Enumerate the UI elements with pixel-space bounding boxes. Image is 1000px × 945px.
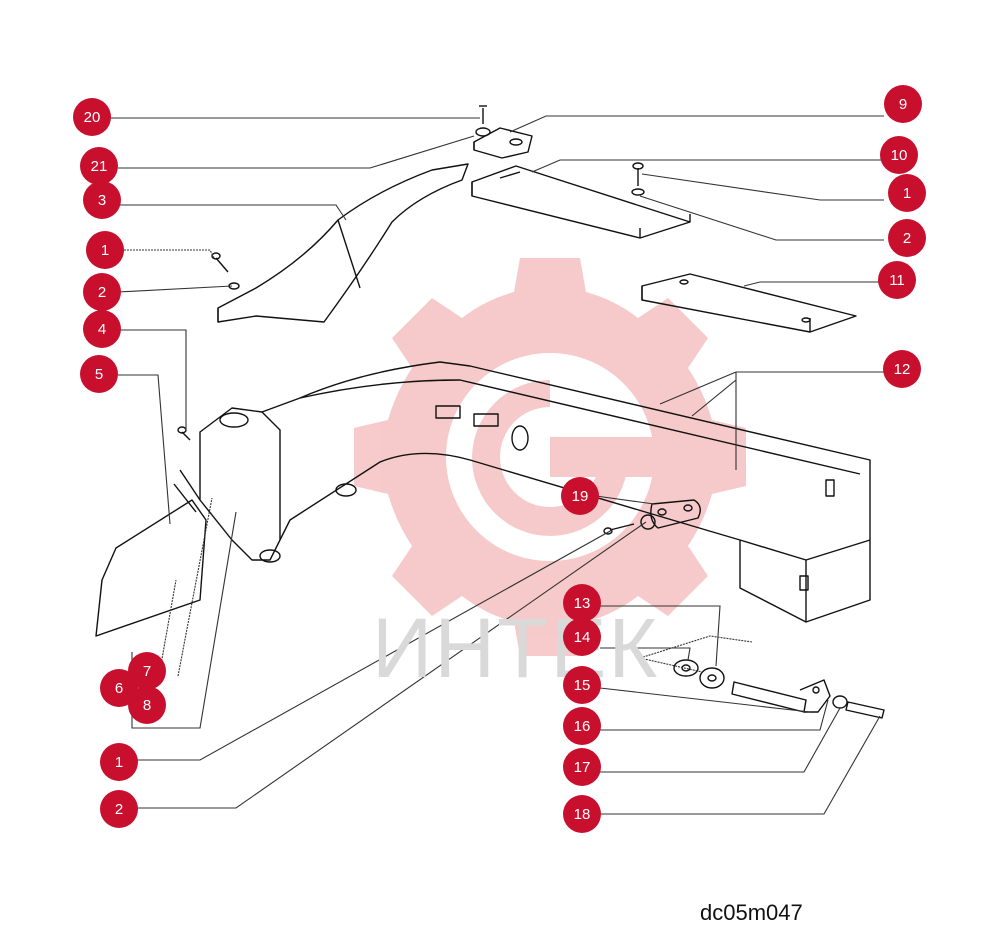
callout-9[interactable]: 9 [884, 85, 922, 123]
pin-assembly [673, 659, 885, 719]
callout-17[interactable]: 17 [563, 748, 601, 786]
bolt-washer-middle [603, 514, 656, 535]
bolt-washer-upper-right [631, 162, 645, 196]
callout-1-lower[interactable]: 1 [100, 743, 138, 781]
callout-13[interactable]: 13 [563, 584, 601, 622]
bolt-20 [475, 105, 491, 137]
plate-11 [641, 273, 857, 333]
callout-11[interactable]: 11 [878, 261, 916, 299]
callout-19[interactable]: 19 [561, 477, 599, 515]
bolt-4 [177, 426, 191, 441]
callout-1-right[interactable]: 1 [888, 174, 926, 212]
callout-4[interactable]: 4 [83, 310, 121, 348]
callout-10[interactable]: 10 [880, 136, 918, 174]
plate-9 [473, 127, 533, 159]
callout-1[interactable]: 1 [86, 231, 124, 269]
callout-20[interactable]: 20 [73, 98, 111, 136]
callout-8[interactable]: 8 [128, 686, 166, 724]
callout-2-lower[interactable]: 2 [100, 790, 138, 828]
callout-21[interactable]: 21 [80, 147, 118, 185]
callout-12[interactable]: 12 [883, 350, 921, 388]
mudguard-plate-5 [95, 469, 207, 637]
callout-6[interactable]: 6 [100, 669, 138, 707]
fender-3 [217, 163, 469, 323]
callout-15[interactable]: 15 [563, 666, 601, 704]
leader-lines [110, 115, 884, 815]
callout-5[interactable]: 5 [80, 355, 118, 393]
callout-14[interactable]: 14 [563, 618, 601, 656]
callout-18[interactable]: 18 [563, 795, 601, 833]
bolt-washer-left [211, 252, 240, 290]
callout-3[interactable]: 3 [83, 181, 121, 219]
callout-16[interactable]: 16 [563, 707, 601, 745]
callout-2[interactable]: 2 [83, 273, 121, 311]
plate-10 [471, 165, 691, 239]
drawing-code: dc05m047 [700, 900, 803, 925]
link-19 [650, 499, 701, 529]
watermark-gear-logo [354, 258, 746, 656]
main-frame-12 [199, 361, 871, 623]
watermark-text: ИНТЕК [372, 601, 660, 695]
callout-2-right[interactable]: 2 [888, 219, 926, 257]
